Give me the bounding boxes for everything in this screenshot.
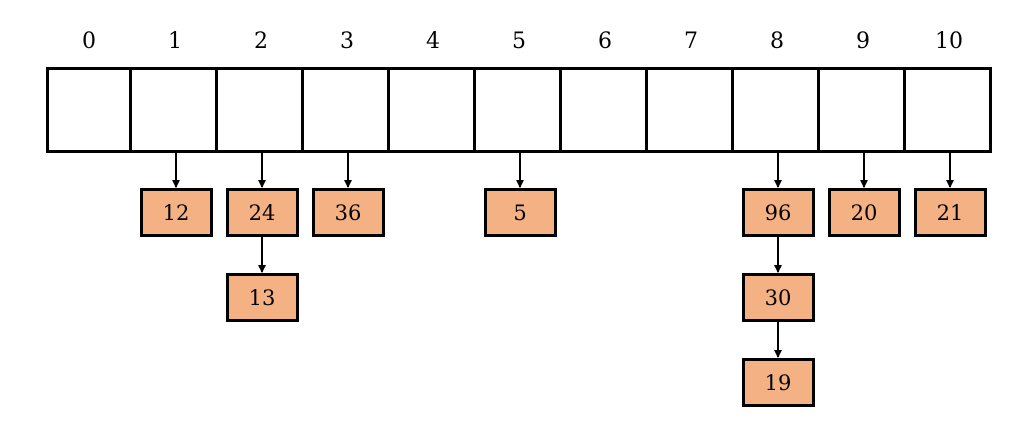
chain-node-8-0: 96 (741, 188, 815, 237)
bucket-cell-8 (731, 67, 820, 153)
index-label-8: 8 (770, 29, 784, 54)
bucket-cell-5 (473, 67, 562, 153)
chain-node-2-0: 24 (225, 188, 299, 237)
bucket-cell-0 (46, 67, 132, 153)
bucket-cell-2 (215, 67, 304, 153)
bucket-cell-4 (387, 67, 476, 153)
bucket-cell-1 (129, 67, 218, 153)
chain-node-2-1: 13 (225, 273, 299, 322)
index-label-7: 7 (684, 29, 698, 54)
chain-node-1-0: 12 (139, 188, 213, 237)
bucket-cell-9 (817, 67, 906, 153)
bucket-cell-3 (301, 67, 390, 153)
index-label-3: 3 (340, 29, 354, 54)
index-label-1: 1 (168, 29, 182, 54)
chain-node-8-1: 30 (741, 273, 815, 322)
index-label-2: 2 (254, 29, 268, 54)
index-label-4: 4 (426, 29, 440, 54)
index-label-10: 10 (935, 29, 963, 54)
bucket-cell-7 (645, 67, 734, 153)
index-label-5: 5 (512, 29, 526, 54)
index-label-0: 0 (82, 29, 96, 54)
chain-node-9-0: 20 (827, 188, 901, 237)
chain-node-3-0: 36 (311, 188, 385, 237)
bucket-cell-10 (903, 67, 992, 153)
bucket-cell-6 (559, 67, 648, 153)
index-label-6: 6 (598, 29, 612, 54)
chain-node-5-0: 5 (483, 188, 557, 237)
index-label-9: 9 (856, 29, 870, 54)
chain-node-8-2: 19 (741, 358, 815, 407)
chain-node-10-0: 21 (913, 188, 987, 237)
